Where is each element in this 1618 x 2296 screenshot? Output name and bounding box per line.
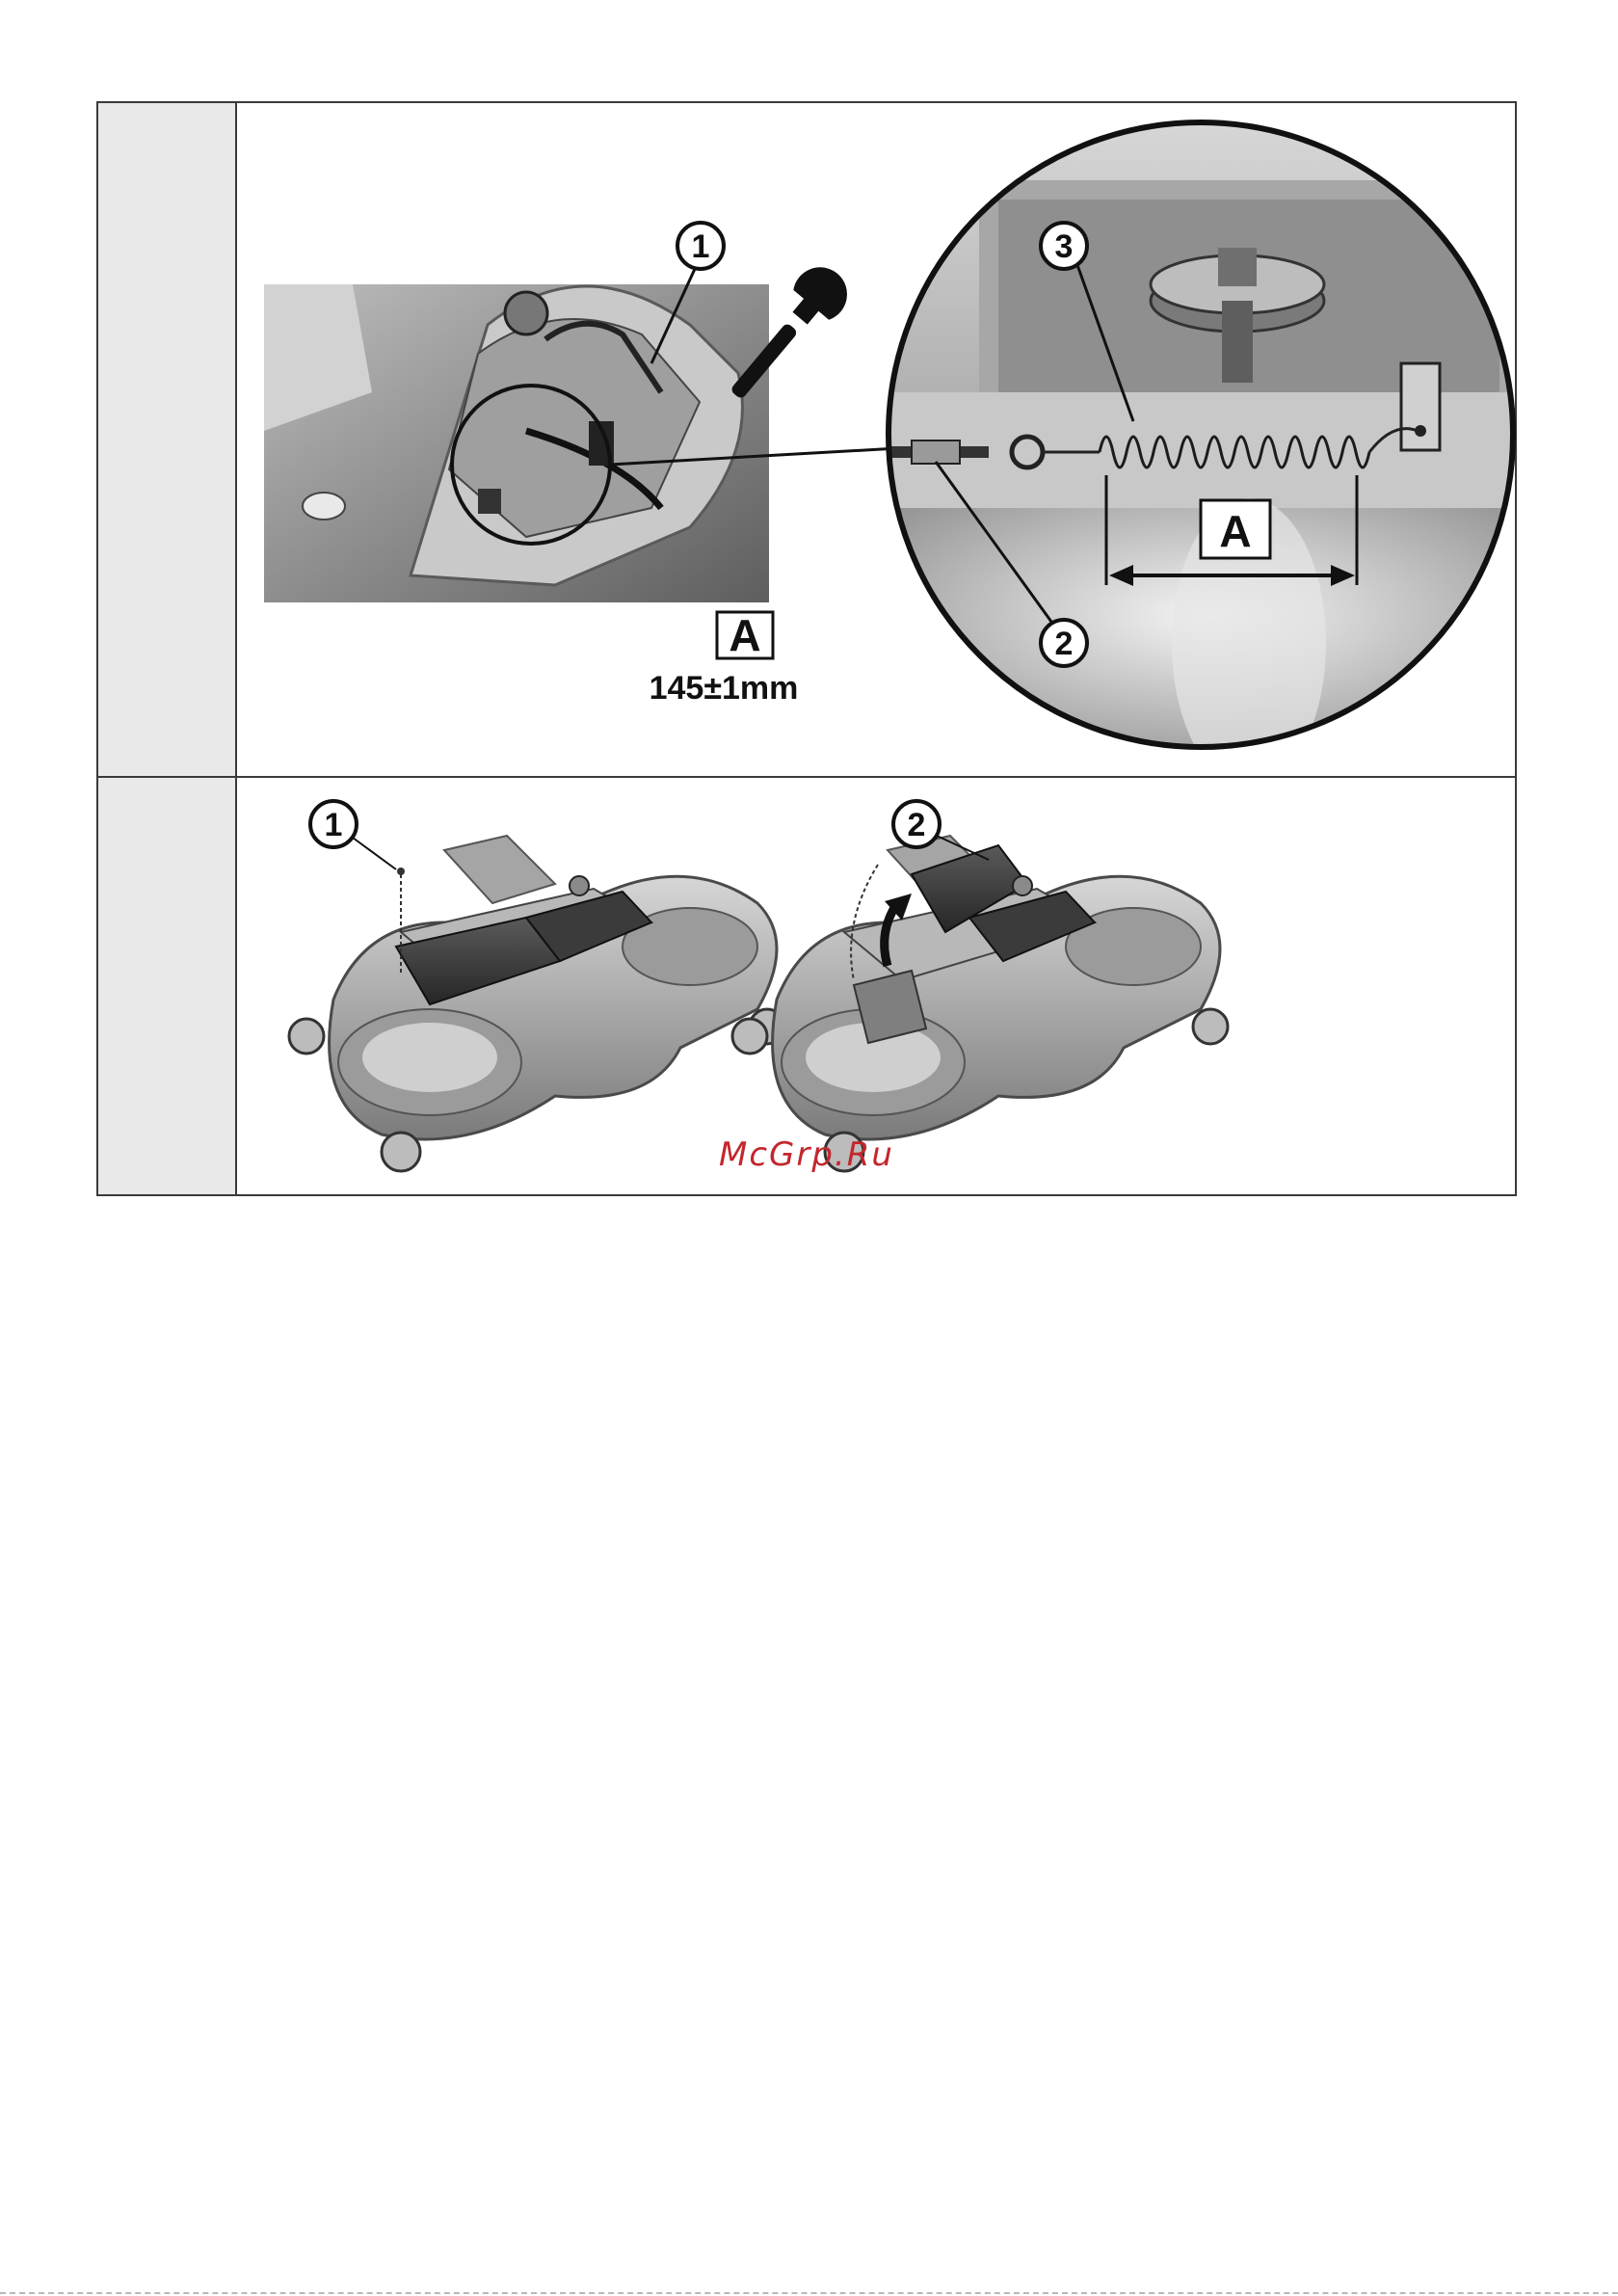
zoom-detail: A 3 2 [873,103,1519,776]
svg-text:145±1mm: 145±1mm [650,670,799,707]
svg-text:2: 2 [908,807,926,843]
svg-text:1: 1 [325,807,343,843]
deck-overview-photo [264,284,898,602]
mower-deck-left [289,836,784,1171]
figure-cell-1: 1 A 145±1mm [236,102,1516,777]
page-bottom-rule [0,2292,1618,2294]
svg-text:A: A [729,610,760,660]
instruction-row-1: 1 A 145±1mm [97,102,1516,777]
svg-text:3: 3 [1055,228,1074,265]
svg-text:A: A [1219,506,1251,556]
spring-tension-figure: 1 A 145±1mm [237,103,1519,776]
instruction-table: 1 A 145±1mm [96,101,1517,1196]
svg-text:2: 2 [1055,626,1074,662]
figure-cell-2: 1 [236,777,1516,1195]
step-cell-2 [97,777,236,1195]
step-cell-1 [97,102,236,777]
watermark: McGrp.Ru [719,1135,894,1174]
dimension-legend: A 145±1mm [650,610,799,707]
mower-deck-right [732,836,1228,1171]
instruction-row-2: 1 [97,777,1516,1195]
cover-removal-figure: 1 [237,778,1519,1194]
callout-1: 1 [310,801,396,869]
svg-text:1: 1 [692,228,710,265]
